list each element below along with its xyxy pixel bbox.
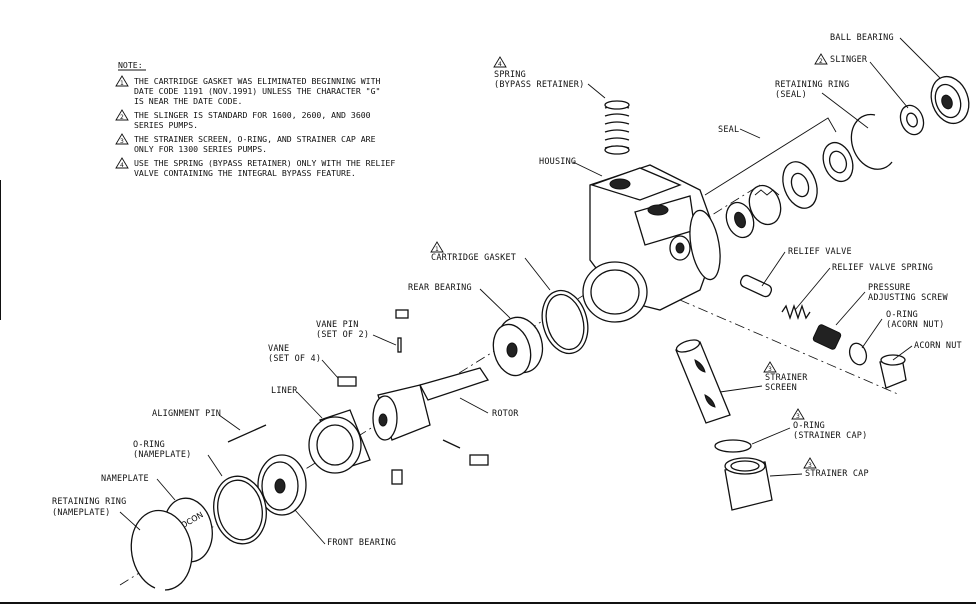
note-1-line3: IS NEAR THE DATE CODE.	[134, 96, 242, 106]
rear-bearing	[492, 316, 544, 377]
note-4-line2: VALVE CONTAINING THE INTEGRAL BYPASS FEA…	[134, 168, 356, 178]
callout-strainer-cap	[803, 457, 817, 469]
label-retaining-ring-seal-2: (SEAL)	[775, 90, 807, 100]
label-slinger: SLINGER	[830, 55, 868, 65]
label-ball-bearing: BALL BEARING	[830, 33, 894, 43]
label-oring-nameplate-2: (NAMEPLATE)	[133, 450, 192, 460]
seal-bracket	[704, 117, 837, 196]
note-3: 3 THE STRAINER SCREEN, O-RING, AND STRAI…	[115, 133, 376, 154]
vane	[395, 309, 409, 319]
label-vane-1: VANE	[268, 344, 289, 354]
svg-text:1: 1	[120, 80, 124, 87]
label-acorn-nut: ACORN NUT	[914, 341, 962, 351]
label-seal: SEAL	[718, 125, 739, 135]
label-cartridge-gasket: CARTRIDGE GASKET	[431, 253, 516, 263]
label-housing: HOUSING	[539, 157, 576, 167]
notes-heading: NOTE:	[118, 60, 143, 70]
liner	[308, 409, 371, 474]
label-front-bearing: FRONT BEARING	[327, 538, 396, 548]
label-retaining-ring-np-1: RETAINING RING	[52, 497, 126, 507]
vane-3	[469, 454, 489, 466]
label-retaining-ring-np-2: (NAMEPLATE)	[52, 508, 111, 518]
rotor	[372, 367, 490, 441]
leader-lines	[119, 37, 941, 545]
ball-bearing	[930, 75, 970, 125]
note-2-line1: THE SLINGER IS STANDARD FOR 1600, 2600, …	[134, 110, 371, 120]
bypass-spring	[604, 100, 630, 155]
note-4-line1: USE THE SPRING (BYPASS RETAINER) ONLY WI…	[134, 158, 395, 168]
label-pressure-1: PRESSURE	[868, 283, 911, 293]
note-1: 1 THE CARTRIDGE GASKET WAS ELIMINATED BE…	[115, 75, 381, 106]
svg-text:3: 3	[808, 462, 812, 469]
svg-text:1: 1	[435, 246, 439, 253]
label-strainer-screen-2: SCREEN	[765, 383, 797, 393]
callout-oring-strainer	[791, 408, 805, 420]
vane-4	[391, 469, 403, 485]
label-oring-acorn-2: (ACORN NUT)	[886, 320, 945, 330]
svg-text:2: 2	[819, 58, 823, 65]
note-4: 4 USE THE SPRING (BYPASS RETAINER) ONLY …	[115, 157, 395, 178]
label-oring-acorn-1: O-RING	[886, 310, 918, 320]
label-vane-pin-2: (SET OF 2)	[316, 330, 369, 340]
label-liner: LINER	[271, 386, 298, 396]
relief-valve	[739, 274, 773, 298]
note-1-line2: DATE CODE 1191 (NOV.1991) UNLESS THE CHA…	[134, 86, 380, 96]
label-pressure-2: ADJUSTING SCREW	[868, 293, 948, 303]
vane-2	[337, 376, 357, 387]
notes-block: NOTE: 1 THE CARTRIDGE GASKET WAS ELIMINA…	[115, 60, 395, 178]
note-3-line1: THE STRAINER SCREEN, O-RING, AND STRAINE…	[134, 134, 376, 144]
vane-pin-2	[442, 439, 461, 449]
svg-text:4: 4	[120, 162, 124, 169]
acorn-nut	[879, 354, 907, 389]
oring-strainer-cap	[714, 439, 752, 453]
label-spring-1: SPRING	[494, 70, 526, 80]
strainer-screen	[675, 339, 731, 424]
note-1-line1: THE CARTRIDGE GASKET WAS ELIMINATED BEGI…	[134, 76, 381, 86]
label-oring-strainer-2: (STRAINER CAP)	[793, 431, 867, 441]
label-relief-valve: RELIEF VALVE	[788, 247, 852, 257]
svg-text:3: 3	[768, 366, 772, 373]
label-strainer-screen-1: STRAINER	[765, 373, 808, 383]
label-rear-bearing: REAR BEARING	[408, 283, 472, 293]
label-rotor: ROTOR	[492, 409, 519, 419]
label-relief-valve-spring: RELIEF VALVE SPRING	[832, 263, 933, 273]
note-2-line2: SERIES PUMPS.	[134, 120, 198, 130]
label-strainer-cap: STRAINER CAP	[805, 469, 869, 479]
note-3-line2: ONLY FOR 1300 SERIES PUMPS.	[134, 144, 267, 154]
callout-slinger	[814, 53, 828, 65]
svg-text:3: 3	[120, 138, 124, 145]
strainer-cap	[724, 457, 773, 511]
housing	[582, 164, 721, 323]
note-2: 2 THE SLINGER IS STANDARD FOR 1600, 2600…	[115, 109, 371, 130]
callout-spring	[493, 56, 507, 68]
vane-pin	[397, 337, 402, 353]
retaining-ring-seal	[850, 113, 893, 170]
label-oring-strainer-1: O-RING	[793, 421, 825, 431]
label-vane-2: (SET OF 4)	[268, 354, 321, 364]
label-nameplate: NAMEPLATE	[101, 474, 149, 484]
svg-text:4: 4	[498, 61, 502, 68]
label-oring-nameplate-1: O-RING	[133, 440, 165, 450]
seal-assembly	[725, 141, 854, 239]
front-bearing	[257, 454, 307, 516]
label-alignment-pin: ALIGNMENT PIN	[152, 409, 221, 419]
retaining-ring-nameplate	[130, 509, 193, 591]
alignment-pin	[227, 424, 267, 443]
label-vane-pin-1: VANE PIN	[316, 320, 359, 330]
label-retaining-ring-seal-1: RETAINING RING	[775, 80, 849, 90]
svg-text:3: 3	[796, 413, 800, 420]
pressure-adjusting-screw	[812, 324, 842, 350]
relief-valve-spring	[781, 303, 811, 321]
label-spring-2: (BYPASS RETAINER)	[494, 80, 584, 90]
callout-cartridge-gasket	[430, 241, 444, 253]
oring-acorn-nut	[848, 342, 868, 366]
slinger	[899, 104, 925, 136]
svg-text:2: 2	[120, 114, 124, 121]
callout-strainer-screen	[763, 361, 777, 373]
